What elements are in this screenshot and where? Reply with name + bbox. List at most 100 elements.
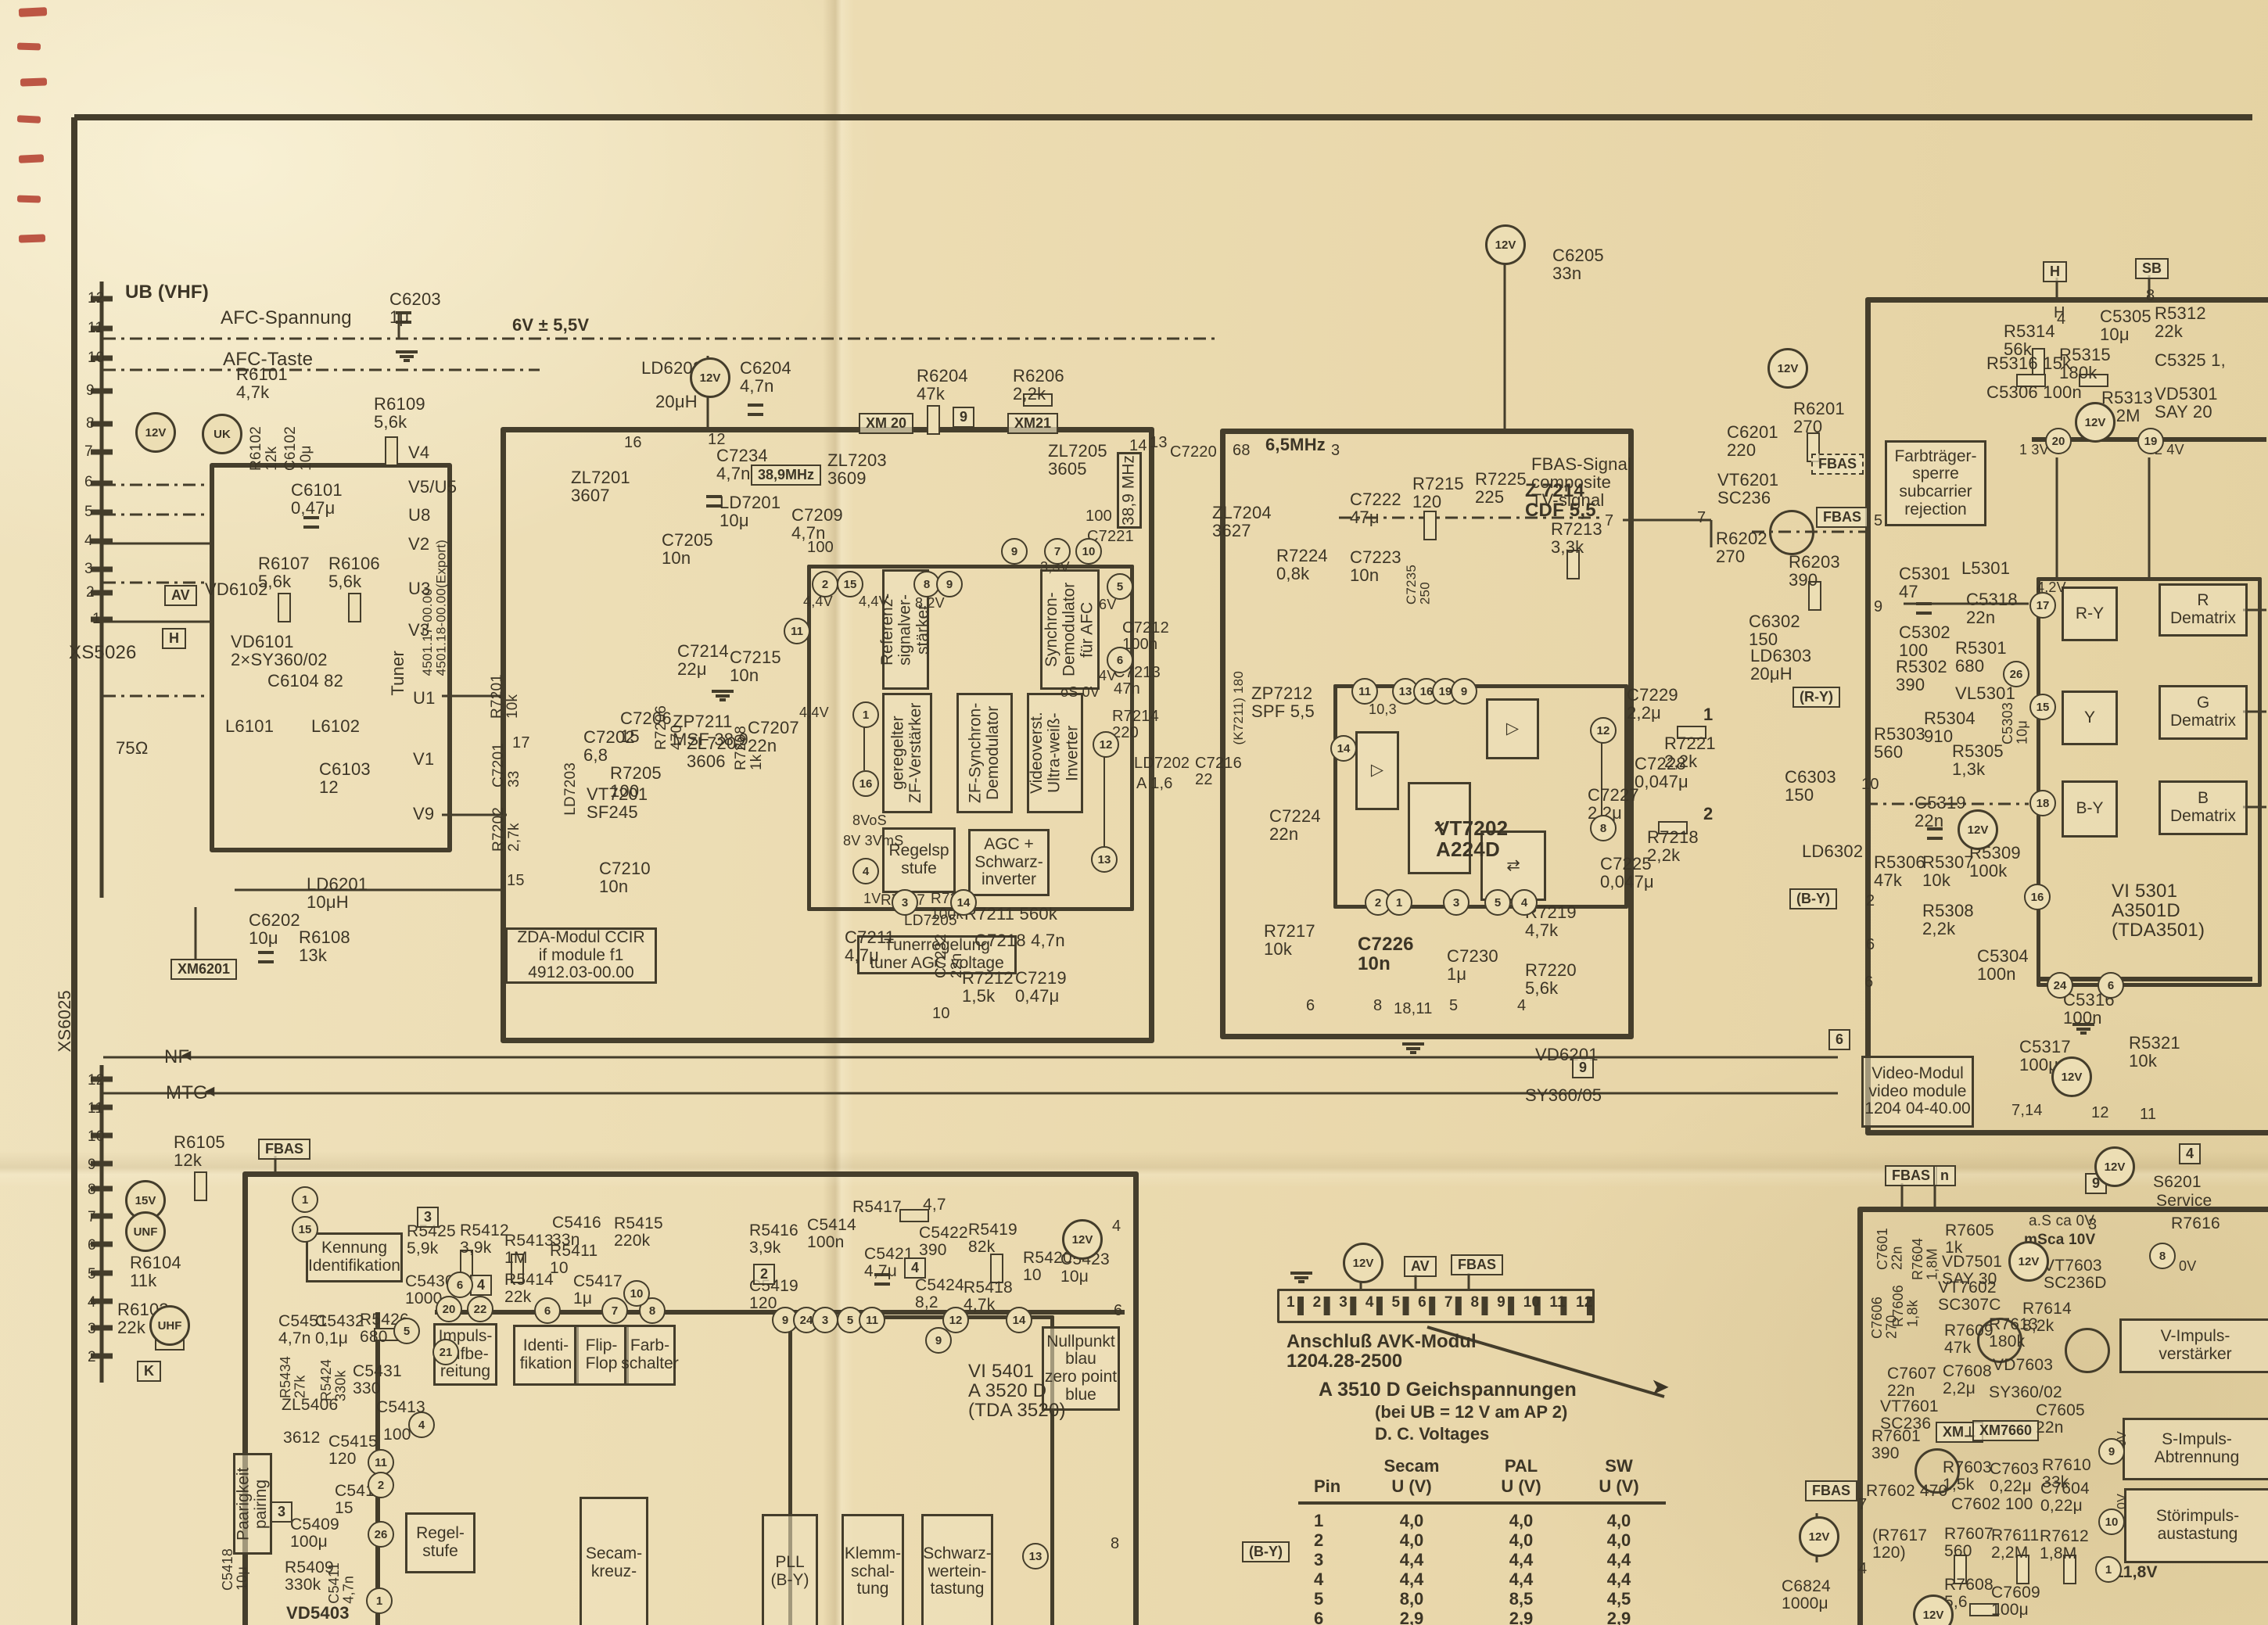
voltage-circle: 12V xyxy=(690,357,730,398)
pin-circle: 9 xyxy=(2098,1438,2125,1465)
component-label: A 1,6 xyxy=(1136,775,1173,792)
component-label: 4,4V xyxy=(859,594,888,609)
component-label: 11 xyxy=(88,320,104,336)
resistor-symbol xyxy=(1954,1555,1967,1584)
component-label: R7208 1k xyxy=(733,726,765,770)
component-label: ZL5406 xyxy=(282,1396,339,1414)
pin-circle: 1 xyxy=(1386,889,1412,916)
component-label: R7606 1,8k xyxy=(1890,1285,1921,1328)
pin-circle: 14 xyxy=(1006,1307,1032,1333)
component-label: C7234 4,7n xyxy=(716,446,768,483)
component-label: C7230 1μ xyxy=(1447,946,1498,984)
component-label: R7616 xyxy=(2171,1214,2220,1232)
component-label: LD7203 xyxy=(562,762,579,816)
resistor-symbol xyxy=(990,1254,1003,1283)
table-cell-voltage: 4,0 xyxy=(1399,1511,1424,1530)
tag-box: n xyxy=(1933,1165,1956,1186)
component-label: C5319 22n xyxy=(1915,793,1966,830)
pin-circle: 8 xyxy=(1590,815,1617,841)
component-label: 100 xyxy=(383,1426,411,1444)
component-label: 75Ω xyxy=(116,738,149,758)
avk-connector-pin-number: 12 xyxy=(1576,1294,1593,1311)
component-label: C5306 100n xyxy=(1986,382,2082,402)
tag-box: FBAS xyxy=(1885,1165,1937,1186)
table-cell-voltage: 4,0 xyxy=(1509,1511,1534,1530)
component-label: R5434 27k xyxy=(278,1356,308,1399)
component-label: VI 5401 A 3520 D (TDA 3520) xyxy=(968,1361,1066,1421)
component-label: C7226 10n xyxy=(1358,934,1414,974)
component-label: R5314 56k xyxy=(2004,321,2055,359)
pin-circle: 11 xyxy=(784,618,810,644)
component-label: C5422 390 xyxy=(919,1224,968,1259)
component-label: a.S ca 0V xyxy=(2029,1213,2095,1229)
capacitor-symbol xyxy=(1916,602,1932,615)
component-label: R7612 1,8M xyxy=(2040,1527,2089,1562)
pin-circle: 13 xyxy=(1022,1543,1049,1569)
pin-circle: 26 xyxy=(368,1521,394,1548)
function-block: PLL (B-Y) xyxy=(762,1514,818,1625)
component-label: R7201 10k xyxy=(489,674,521,719)
module-box xyxy=(1865,297,2268,1135)
resistor-symbol xyxy=(2079,374,2108,387)
component-label: C7205 10n xyxy=(662,530,713,568)
component-label: R5307 10k xyxy=(1922,852,1974,890)
component-label: R5308 2,2k xyxy=(1922,901,1974,938)
component-label: 11,8V xyxy=(2115,1563,2158,1581)
component-label: C6205 33n xyxy=(1552,246,1604,283)
component-label: R5302 390 xyxy=(1896,657,1947,694)
component-label: C6103 12 xyxy=(319,759,371,797)
component-label: V1 xyxy=(413,749,435,769)
voltage-circle: 12V xyxy=(2008,1241,2049,1282)
component-label: VD7603 xyxy=(1993,1356,2054,1374)
component-label: R7218 2,2k xyxy=(1647,827,1699,865)
component-label: C6203 1μ xyxy=(389,289,441,327)
ic-box xyxy=(2037,577,2262,987)
table-cell-voltage: 4,0 xyxy=(1606,1511,1631,1530)
component-label: (R7617 120) xyxy=(1872,1526,1928,1562)
resistor-symbol xyxy=(385,436,398,466)
component-label: C7609 100μ xyxy=(1991,1584,2040,1619)
capacitor-symbol xyxy=(303,516,319,529)
component-label: R6101 4,7k xyxy=(236,364,288,402)
component-label: C7232 22n xyxy=(933,934,965,978)
component-label: R5425 5,9k xyxy=(407,1222,456,1257)
component-label: C7223 10n xyxy=(1350,547,1401,585)
component-label: C5302 100 xyxy=(1899,622,1950,660)
avk-connector-pin-number: 1 xyxy=(1287,1294,1295,1311)
component-label: 0V xyxy=(2179,1258,2197,1274)
resistor-symbol xyxy=(899,1209,929,1222)
dc-voltage-table-note1: (bei UB = 12 V am AP 2) xyxy=(1375,1402,1568,1422)
component-label: 13 xyxy=(1150,434,1168,451)
component-label: 3612 xyxy=(283,1429,321,1447)
tag-box: 3 xyxy=(417,1207,440,1228)
function-block: Identi- fikation xyxy=(513,1325,579,1386)
component-label: VD7501 SAY 30 xyxy=(1942,1253,2003,1288)
pin-circle: 7 xyxy=(601,1297,628,1324)
component-label: C5424 8,2 xyxy=(915,1276,964,1311)
resistor-symbol xyxy=(1658,821,1688,834)
component-label: R6204 47k xyxy=(917,366,968,404)
component-label: R7214 220 xyxy=(1112,708,1159,741)
component-label: FBAS-Signal composite TV-signal xyxy=(1531,454,1632,510)
component-label: R7611 2,2M xyxy=(1991,1526,2040,1562)
pin-circle: 4 xyxy=(408,1412,435,1438)
avk-connector-pin-number: 5 xyxy=(1391,1294,1401,1311)
ic-box xyxy=(1333,684,1628,909)
component-label: 4 xyxy=(88,1294,96,1311)
component-label: 1V xyxy=(863,891,881,906)
pin-circle: 5 xyxy=(1484,889,1511,916)
voltage-circle: 12V xyxy=(1913,1595,1954,1625)
component-label: C7602 100 xyxy=(1951,1495,2033,1513)
resistor-symbol xyxy=(2016,1555,2029,1584)
component-label: R6104 11k xyxy=(130,1253,181,1290)
component-label: R5415 220k xyxy=(614,1214,663,1250)
component-label: C7225 0,047μ xyxy=(1600,854,1654,891)
component-label: R5312 22k xyxy=(2155,303,2206,341)
avk-connector-pin-number: 7 xyxy=(1444,1294,1453,1311)
component-label: VT6201 SC236 xyxy=(1717,470,1779,508)
table-cell-pin: 1 xyxy=(1314,1511,1324,1530)
component-label: R7206 470 xyxy=(653,705,685,750)
component-label: NF xyxy=(164,1046,190,1067)
pin-circle: 21 xyxy=(432,1339,459,1365)
